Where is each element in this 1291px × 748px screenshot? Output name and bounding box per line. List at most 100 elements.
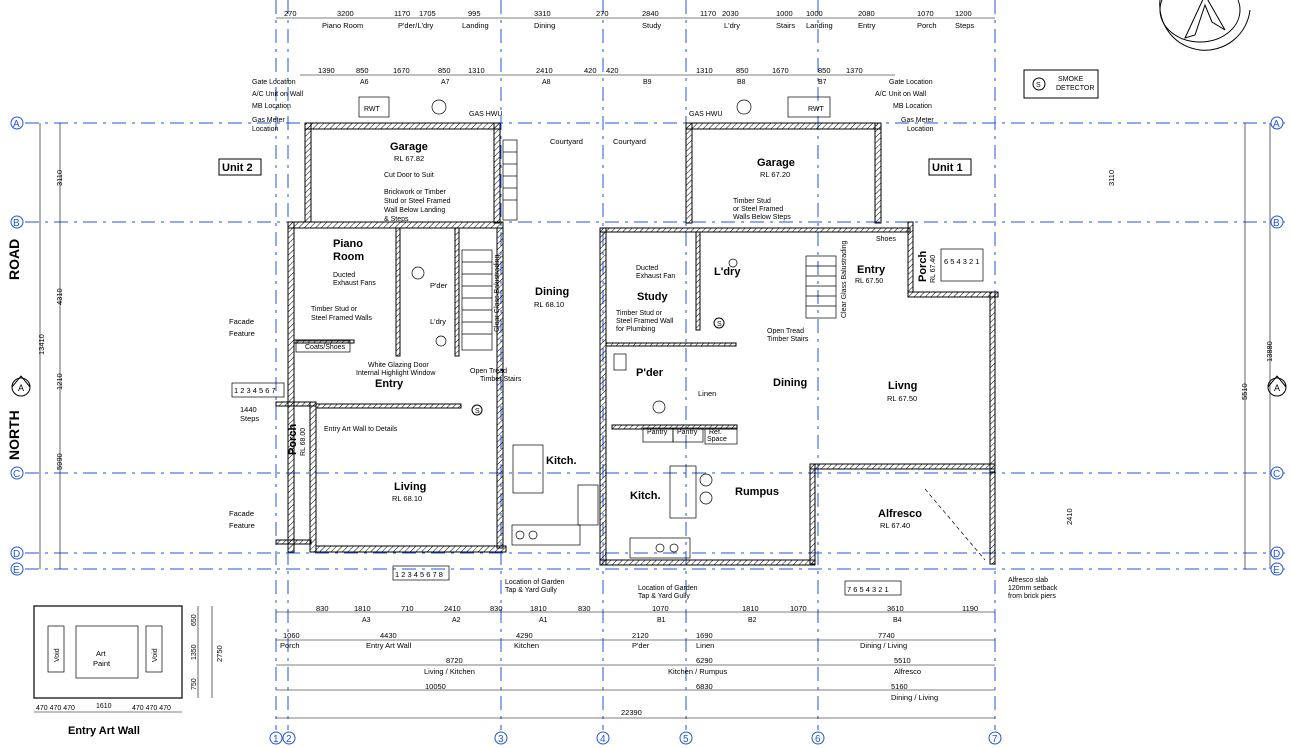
u2-porch: Porch — [287, 424, 299, 455]
room-labels-unit2: Garage RL 67.82 Piano Room Dining RL 68.… — [287, 141, 577, 503]
grid-col-7: 7 — [992, 734, 998, 745]
svg-text:for Plumbing: for Plumbing — [616, 326, 655, 333]
svg-text:Location of Garden: Location of Garden — [505, 579, 565, 586]
svg-text:Room: Room — [333, 251, 364, 263]
svg-text:Exhaust Fan: Exhaust Fan — [636, 273, 675, 280]
svg-text:B8: B8 — [737, 79, 746, 86]
u2-piano-room: Piano — [333, 238, 363, 250]
svg-text:Gate Location: Gate Location — [252, 79, 296, 86]
svg-text:5160: 5160 — [891, 682, 908, 691]
svg-text:B1: B1 — [657, 617, 666, 624]
grid-lines — [25, 0, 1285, 730]
svg-text:850: 850 — [438, 66, 451, 75]
svg-text:420: 420 — [606, 66, 619, 75]
smoke-detector-legend: S SMOKE DETECTOR — [1023, 69, 1099, 99]
svg-text:Pantry: Pantry — [647, 429, 668, 436]
svg-text:RL 67.50: RL 67.50 — [855, 278, 883, 285]
svg-text:1000: 1000 — [776, 9, 793, 18]
svg-text:Landing: Landing — [462, 21, 489, 30]
svg-text:6830: 6830 — [696, 682, 713, 691]
svg-text:A: A — [1274, 383, 1280, 393]
svg-text:Linen: Linen — [698, 389, 716, 398]
svg-text:Location: Location — [907, 126, 934, 133]
walls — [275, 122, 999, 566]
svg-text:Clear Glass Balustrading: Clear Glass Balustrading — [841, 240, 848, 318]
grid-row-a: A — [13, 119, 20, 130]
svg-text:A2: A2 — [452, 617, 461, 624]
u1-kitchen: Kitch. — [630, 490, 661, 502]
grid-row-c: C — [13, 469, 20, 480]
svg-text:MB Location: MB Location — [893, 103, 932, 110]
svg-text:Timber Stud: Timber Stud — [733, 198, 771, 205]
svg-text:1070: 1070 — [790, 604, 807, 613]
north-label: NORTH — [6, 410, 22, 460]
svg-text:Timber Stud or: Timber Stud or — [311, 306, 358, 313]
svg-text:650: 650 — [191, 614, 198, 626]
svg-text:B: B — [1273, 218, 1280, 229]
room-labels-unit1: Garage RL 67.20 Study L'dry Entry RL 67.… — [630, 157, 937, 530]
svg-text:B9: B9 — [643, 79, 652, 86]
u2-kitchen: Kitch. — [546, 455, 577, 467]
svg-text:1060: 1060 — [283, 631, 300, 640]
svg-text:1210: 1210 — [55, 373, 64, 390]
svg-text:RWT: RWT — [808, 106, 825, 113]
svg-text:Piano Room: Piano Room — [322, 21, 363, 30]
dims-bottom: 830 1810 710 2410 830 1810 830 1070 1810… — [276, 604, 995, 719]
svg-text:850: 850 — [356, 66, 369, 75]
u1-living: Livng — [888, 380, 917, 392]
svg-text:270: 270 — [284, 9, 297, 18]
svg-text:Void: Void — [152, 648, 159, 662]
svg-text:2120: 2120 — [632, 631, 649, 640]
svg-text:1670: 1670 — [772, 66, 789, 75]
svg-text:3200: 3200 — [337, 9, 354, 18]
courtyard-left: Courtyard — [550, 137, 583, 146]
svg-text:1610: 1610 — [96, 703, 112, 710]
u1-entry: Entry — [857, 264, 886, 276]
svg-text:A: A — [1273, 119, 1280, 130]
total-depth-left: 13410 — [37, 334, 46, 355]
road-label: ROAD — [6, 239, 22, 280]
svg-text:E: E — [1273, 565, 1280, 576]
svg-text:Ref.: Ref. — [709, 429, 722, 436]
svg-text:3110: 3110 — [55, 170, 64, 186]
svg-text:Timber Stud or: Timber Stud or — [616, 310, 663, 317]
u2-garage: Garage — [390, 141, 428, 153]
stairs-unit2: 1 2 3 4 5 6 7 1 2 3 4 5 6 7 8 — [231, 139, 518, 581]
svg-text:Ducted: Ducted — [636, 265, 658, 272]
svg-text:GAS HWU: GAS HWU — [689, 111, 722, 118]
svg-text:2030: 2030 — [722, 9, 739, 18]
svg-text:2080: 2080 — [858, 9, 875, 18]
u2-dining: Dining — [535, 286, 569, 298]
u1-garage: Garage — [757, 157, 795, 169]
svg-text:Open Tread: Open Tread — [767, 328, 804, 335]
svg-text:P'der: P'der — [632, 641, 650, 650]
svg-text:Tap & Yard Gully: Tap & Yard Gully — [638, 593, 690, 600]
svg-text:S: S — [717, 321, 722, 328]
section-markers: A A — [11, 375, 1287, 397]
svg-text:470 470 470: 470 470 470 — [36, 705, 75, 712]
u1-dining: Dining — [773, 377, 807, 389]
svg-text:Entry Art Wall to Details: Entry Art Wall to Details — [324, 426, 398, 433]
svg-text:Clear Glass Balustrading: Clear Glass Balustrading — [494, 254, 501, 332]
svg-text:Pantry: Pantry — [677, 429, 698, 436]
svg-text:& Steps: & Steps — [384, 216, 409, 223]
svg-text:RL 67.40: RL 67.40 — [880, 521, 910, 530]
svg-text:Living / Kitchen: Living / Kitchen — [424, 667, 475, 676]
svg-text:Walls Below Steps: Walls Below Steps — [733, 214, 791, 221]
svg-text:Timber Stairs: Timber Stairs — [480, 376, 522, 383]
svg-text:1810: 1810 — [354, 604, 371, 613]
svg-text:Location of Garden: Location of Garden — [638, 585, 698, 592]
svg-text:D: D — [1273, 549, 1280, 560]
svg-text:Dining / Living: Dining / Living — [891, 693, 938, 702]
svg-text:GAS HWU: GAS HWU — [469, 111, 502, 118]
svg-text:Gas Meter: Gas Meter — [252, 117, 285, 124]
svg-text:RL 67.40: RL 67.40 — [930, 255, 937, 283]
svg-text:3610: 3610 — [887, 604, 904, 613]
svg-text:470 470 470: 470 470 470 — [132, 705, 171, 712]
grid-col-2: 2 — [286, 734, 292, 745]
svg-text:RL 67.82: RL 67.82 — [394, 154, 424, 163]
u1-study: Study — [637, 291, 668, 303]
entry-art-wall-title: Entry Art Wall — [68, 725, 140, 737]
svg-text:1170: 1170 — [394, 9, 410, 18]
svg-text:1670: 1670 — [393, 66, 410, 75]
